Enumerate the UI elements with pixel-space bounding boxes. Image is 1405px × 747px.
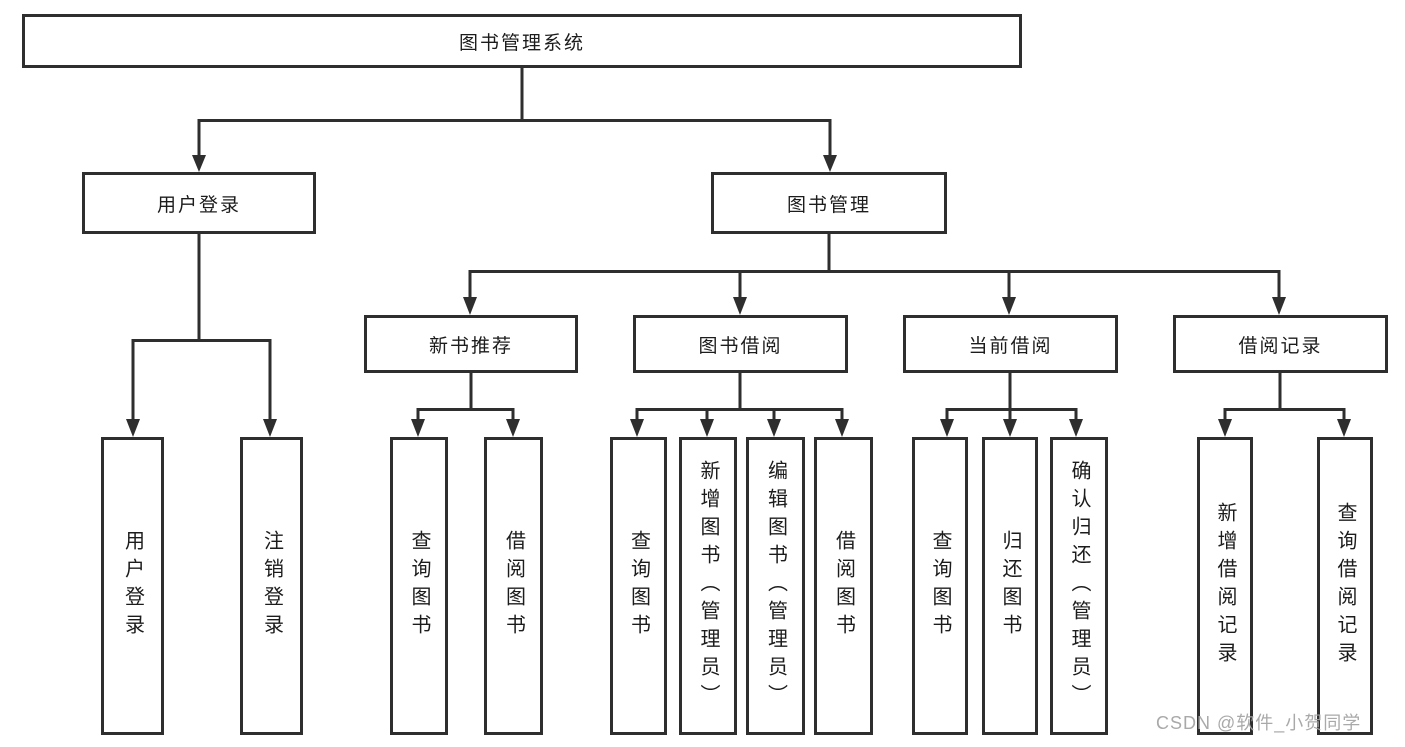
leaf-edit-books-admin: 编辑图书（管理员） <box>746 437 805 735</box>
leaf-query-books-1: 查询图书 <box>390 437 448 735</box>
leaf-return-books: 归还图书 <box>982 437 1038 735</box>
node-book-borrowing: 图书借阅 <box>633 315 848 373</box>
leaf-query-books-3: 查询图书 <box>912 437 968 735</box>
node-user-login: 用户登录 <box>82 172 316 234</box>
node-new-book-recommend: 新书推荐 <box>364 315 578 373</box>
leaf-add-books-admin: 新增图书（管理员） <box>679 437 737 735</box>
arrowheads <box>126 155 1351 437</box>
leaf-query-borrow-record: 查询借阅记录 <box>1317 437 1373 735</box>
node-borrowing-records: 借阅记录 <box>1173 315 1388 373</box>
node-current-borrowing: 当前借阅 <box>903 315 1118 373</box>
leaf-add-borrow-record: 新增借阅记录 <box>1197 437 1253 735</box>
leaf-logout-login: 注销登录 <box>240 437 303 735</box>
leaf-user-login: 用户登录 <box>101 437 164 735</box>
leaf-borrow-books-2: 借阅图书 <box>814 437 873 735</box>
leaf-confirm-return-admin: 确认归还（管理员） <box>1050 437 1108 735</box>
leaf-borrow-books-1: 借阅图书 <box>484 437 543 735</box>
csdn-watermark: CSDN @软件_小贺同学 <box>1156 713 1362 733</box>
leaf-query-books-2: 查询图书 <box>610 437 667 735</box>
node-root-system: 图书管理系统 <box>22 14 1022 68</box>
node-book-management: 图书管理 <box>711 172 947 234</box>
